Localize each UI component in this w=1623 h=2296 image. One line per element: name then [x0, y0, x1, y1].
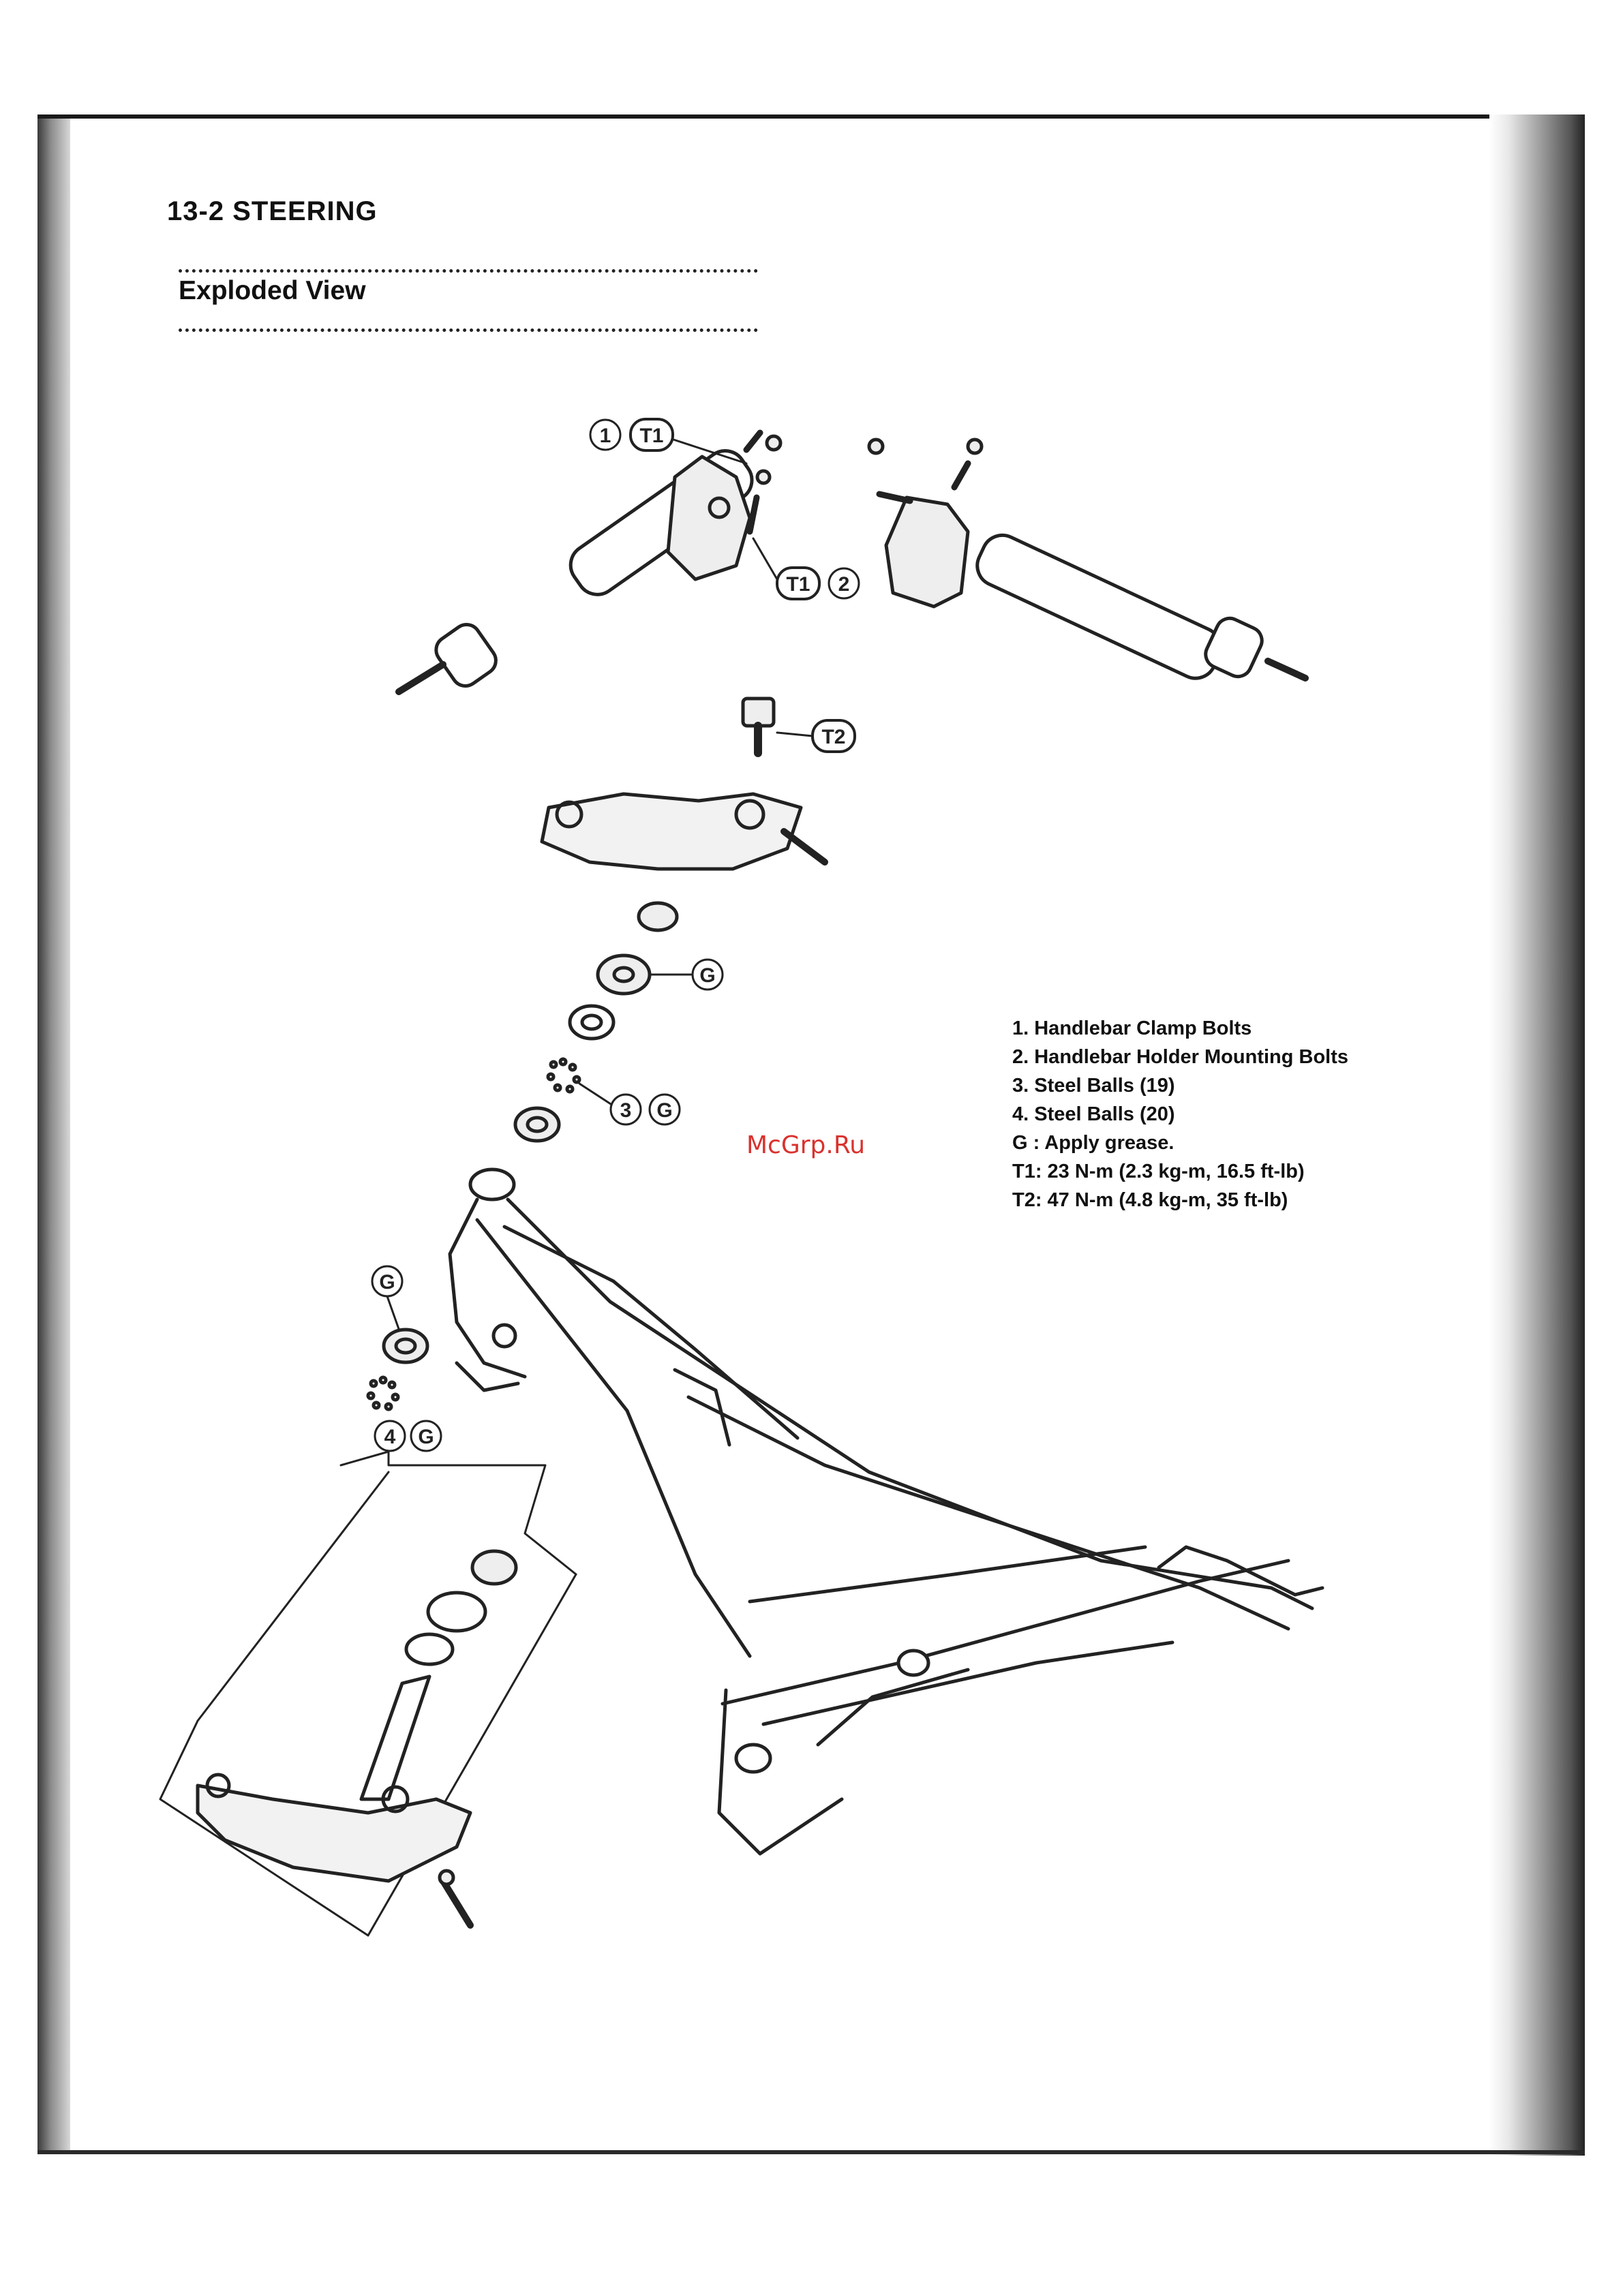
callout-g-balls-3: G [656, 1099, 672, 1122]
callout-4: 4 [384, 1426, 396, 1448]
legend: 1. Handlebar Clamp Bolts 2. Handlebar Ho… [1012, 1014, 1348, 1214]
steering-stack [515, 903, 677, 1141]
stem-bolt [743, 699, 774, 753]
legend-item-1: 1. Handlebar Clamp Bolts [1012, 1014, 1348, 1043]
legend-item-t1: T1: 23 N-m (2.3 kg-m, 16.5 ft-lb) [1012, 1157, 1348, 1186]
callout-g-seal: G [699, 964, 715, 987]
motorcycle-frame [450, 1169, 1322, 1854]
callout-t2: T2 [821, 726, 845, 748]
upper-bracket [542, 794, 825, 869]
callout-t1-bottom: T1 [786, 573, 810, 596]
callout-3: 3 [620, 1099, 632, 1122]
callout-g-race: G [379, 1271, 395, 1294]
legend-item-4: 4. Steel Balls (20) [1012, 1100, 1348, 1129]
legend-item-3: 3. Steel Balls (19) [1012, 1071, 1348, 1100]
legend-item-2: 2. Handlebar Holder Mounting Bolts [1012, 1043, 1348, 1071]
right-handlebar [869, 440, 1305, 685]
left-handlebar [399, 433, 780, 692]
callout-2: 2 [838, 573, 850, 596]
watermark: McGrp.Ru [746, 1131, 865, 1159]
callout-t1-top: T1 [639, 425, 663, 447]
legend-item-grease: G : Apply grease. [1012, 1129, 1348, 1157]
callout-1: 1 [600, 425, 611, 447]
callout-g-balls-4: G [418, 1426, 434, 1448]
lower-bearing-parts [368, 1330, 427, 1409]
legend-item-t2: T2: 47 N-m (4.8 kg-m, 35 ft-lb) [1012, 1186, 1348, 1214]
steering-stem [198, 1551, 516, 1925]
